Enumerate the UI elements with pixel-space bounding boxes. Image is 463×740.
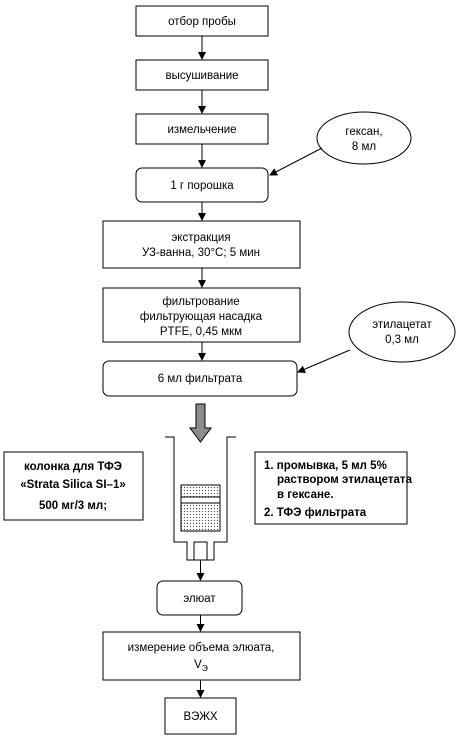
column-info-size: 500 мг/3 мл;	[39, 500, 107, 512]
procedure-box: 1. промывка, 5 мл 5% раствором этилацета…	[254, 451, 413, 525]
reagent-ethyl-acetate-volume: 0,3 мл	[385, 334, 419, 346]
step-hplc-box: ВЭЖХ	[164, 697, 237, 735]
step-powder-label: 1 г порошка	[170, 180, 234, 192]
column-info-title: колонка для ТФЭ	[24, 461, 122, 473]
step-measure-box: измерение объема элюата, VЭ	[102, 631, 301, 681]
step-filtrate-label: 6 мл фильтрата	[158, 373, 243, 385]
step-extraction-conditions: УЗ-ванна, 30°С; 5 мин	[142, 247, 260, 259]
step-filtrate-box: 6 мл фильтрата	[102, 360, 298, 397]
step-hplc-label: ВЭЖХ	[183, 711, 217, 723]
step-powder-box: 1 г порошка	[135, 167, 269, 203]
step-eluate-box: элюат	[156, 580, 243, 616]
reagent-hexane-name: гексан,	[345, 126, 382, 138]
reagent-hexane: гексан, 8 мл	[316, 111, 412, 165]
procedure-item-1-line-1: 1. промывка, 5 мл 5%	[264, 460, 387, 472]
arrow	[269, 147, 323, 176]
step-filtration-device: фильтрующая насадка	[140, 311, 263, 323]
step-sampling-box: отбор пробы	[135, 5, 269, 37]
step-filtration-label: фильтрование	[162, 296, 239, 308]
step-filtration-membrane: PTFE, 0,45 мкм	[160, 326, 242, 338]
procedure-item-1-line-3: в гексане.	[277, 489, 334, 501]
reagent-ethyl-acetate-name: этилацетат	[372, 319, 432, 331]
block-arrow-down	[189, 403, 212, 443]
procedure-item-2: 2. ТФЭ фильтрата	[264, 507, 367, 519]
step-measure-symbol: VЭ	[194, 659, 208, 673]
procedure-item-1-line-2: раствором этилацетата	[277, 474, 413, 486]
reagent-hexane-volume: 8 мл	[352, 141, 376, 153]
column-info-box: колонка для ТФЭ «Strata Silica SI–1» 500…	[3, 451, 144, 521]
reagent-ethyl-acetate: этилацетат 0,3 мл	[348, 301, 456, 363]
step-drying-label: высушивание	[165, 70, 238, 82]
step-eluate-label: элюат	[183, 593, 216, 605]
step-extraction-label: экстракция	[171, 232, 230, 244]
arrow	[297, 349, 351, 373]
step-filtration-box: фильтрование фильтрующая насадка PTFE, 0…	[102, 287, 301, 343]
column-info-model: «Strata Silica SI–1»	[20, 479, 125, 491]
step-drying-box: высушивание	[135, 59, 269, 91]
step-grinding-label: измельчение	[167, 124, 236, 136]
step-sampling-label: отбор пробы	[168, 16, 236, 28]
spe-column-icon	[165, 436, 236, 561]
step-measure-label: измерение объема элюата,	[128, 642, 275, 654]
step-extraction-box: экстракция УЗ-ванна, 30°С; 5 мин	[102, 220, 301, 269]
step-grinding-box: измельчение	[135, 113, 269, 145]
